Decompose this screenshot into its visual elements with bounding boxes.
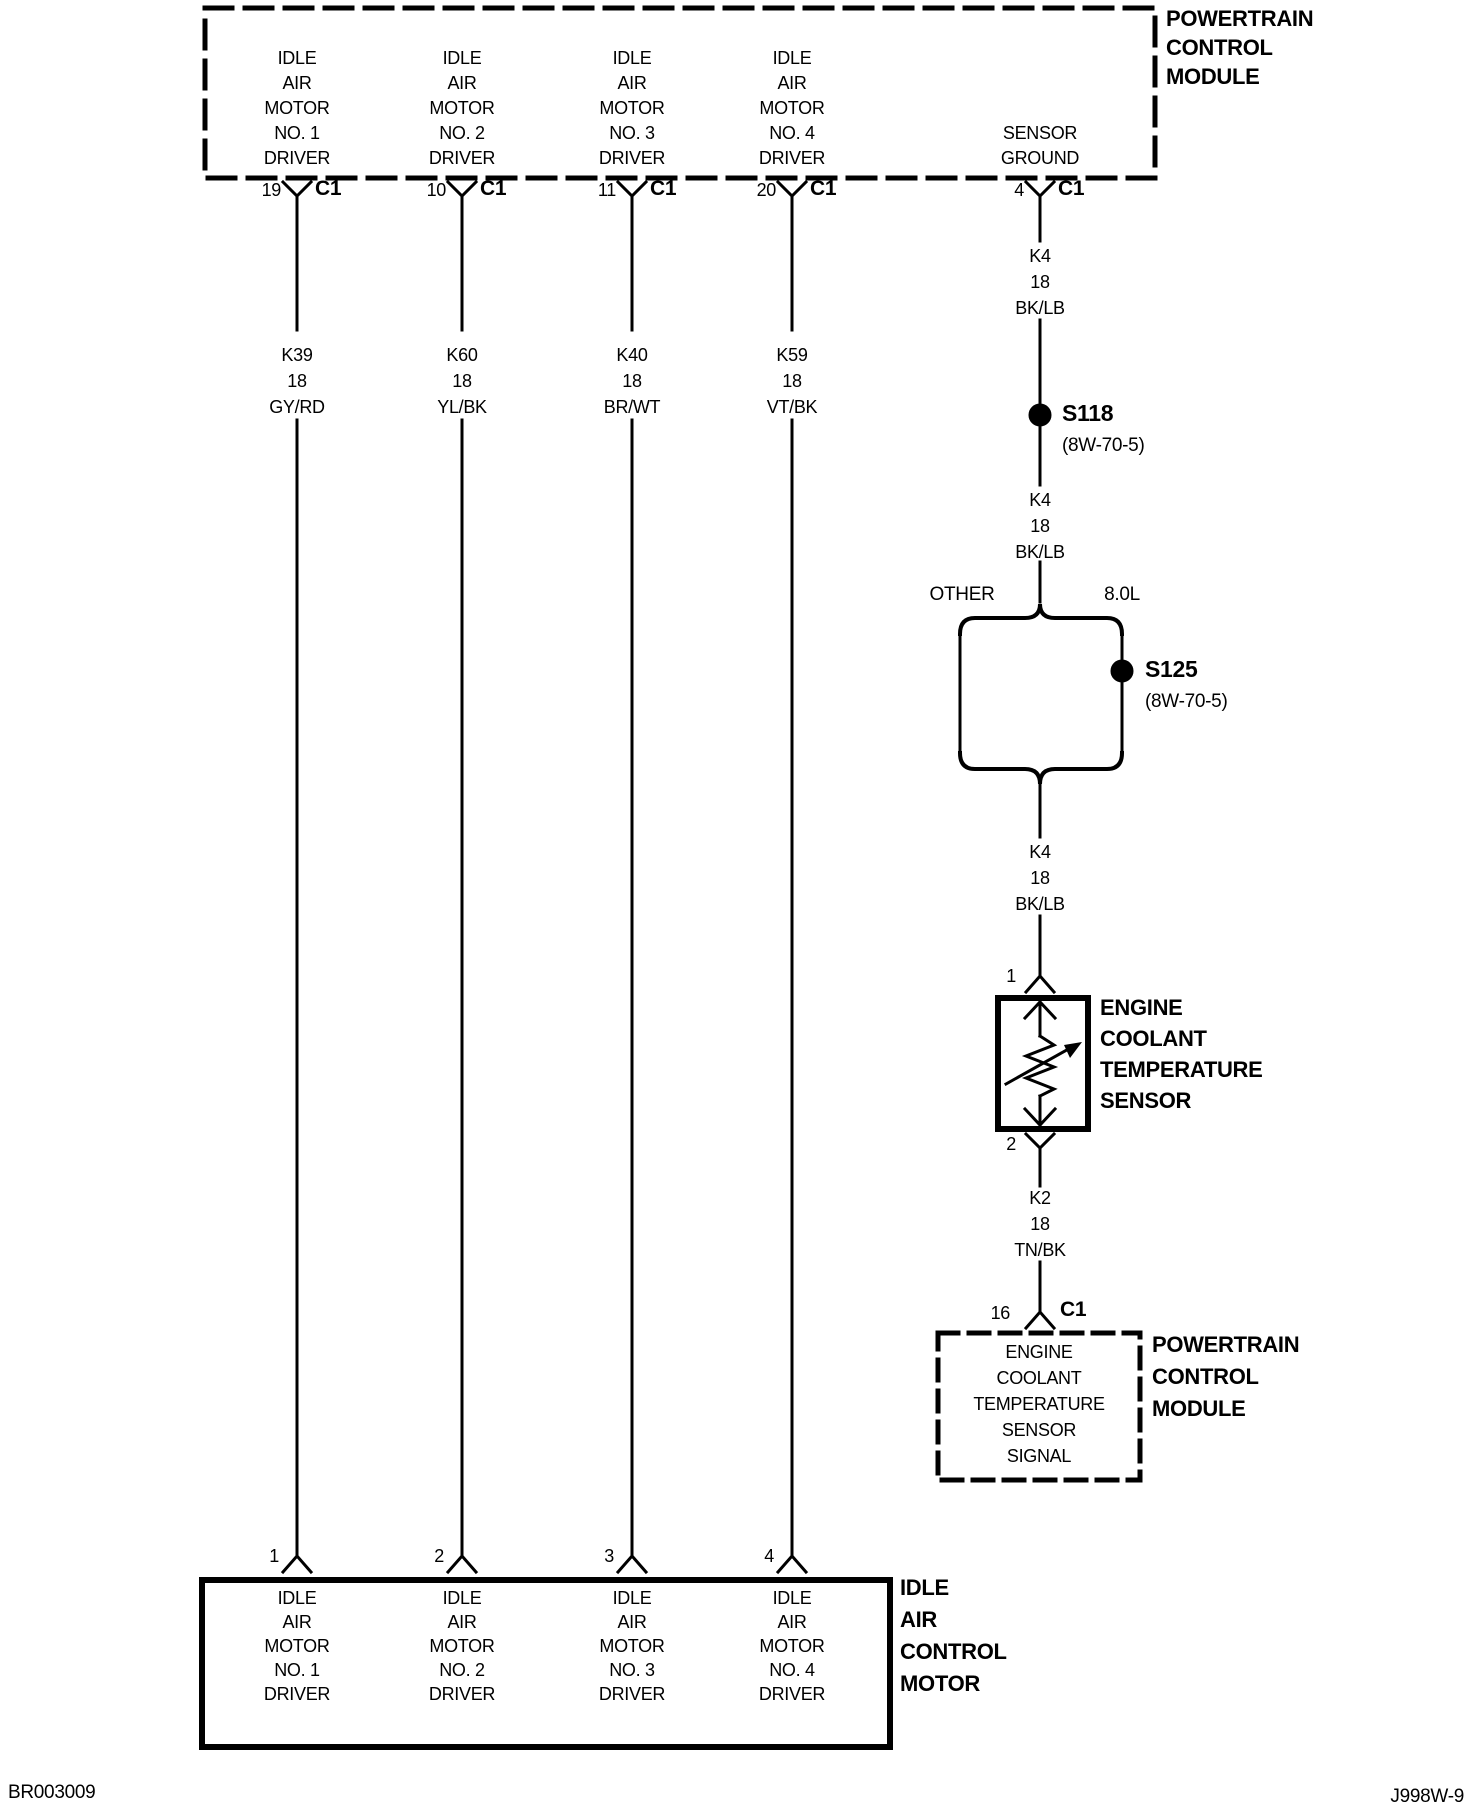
wire-label-k2: K2 18 TN/BK (1014, 1188, 1066, 1260)
footer-left-code: BR003009 (8, 1782, 96, 1803)
pin11-connector-id: C1 (650, 177, 677, 200)
iac-pin3-label: IDLE AIR MOTOR NO. 3 DRIVER (598, 1588, 666, 1704)
pin16-connector-id: C1 (1060, 1298, 1087, 1321)
splice-s125-ref: (8W-70-5) (1145, 691, 1228, 712)
connector-symbols-top (280, 179, 1057, 210)
ect-thermistor-symbol (1003, 999, 1082, 1128)
iac-pin1-label: IDLE AIR MOTOR NO. 1 DRIVER (263, 1588, 331, 1704)
pcm-top-pin10-label: IDLE AIR MOTOR NO. 2 DRIVER (428, 48, 496, 168)
iac-pin1-number: 1 (269, 1546, 279, 1566)
iac-pin4-number: 4 (764, 1546, 774, 1566)
wire-label-k40: K40 18 BR/WT (603, 345, 661, 417)
pin16-number: 16 (990, 1303, 1011, 1323)
ect-pin2-connector (1023, 1131, 1057, 1164)
wire-label-k39: K39 18 GY/RD (269, 345, 325, 417)
pcm-top-title: POWERTRAIN CONTROL MODULE (1166, 6, 1314, 89)
pin11-number: 11 (597, 180, 616, 200)
pcm-bottom-box (935, 1330, 1143, 1483)
wire-label-k4-lower: K4 18 BK/LB (1015, 842, 1065, 914)
iac-motor-title: IDLE AIR CONTROL MOTOR (900, 1575, 1007, 1696)
iac-pin3-number: 3 (604, 1546, 614, 1566)
pin10-number: 10 (426, 180, 447, 200)
wire-label-k60: K60 18 YL/BK (437, 345, 487, 417)
pcm-bottom-pin16-label: ENGINE COOLANT TEMPERATURE SENSOR SIGNAL (973, 1342, 1105, 1466)
branch-label-8-0l: 8.0L (1104, 584, 1140, 605)
wire-label-k4-middle: K4 18 BK/LB (1015, 490, 1065, 562)
pcm-pin16-connector (1023, 1294, 1057, 1331)
pcm-bottom-title: POWERTRAIN CONTROL MODULE (1152, 1332, 1300, 1421)
pin4-connector-id: C1 (1058, 177, 1085, 200)
splice-s118-ref: (8W-70-5) (1062, 435, 1145, 456)
footer-right-code: J998W-9 (1390, 1786, 1464, 1807)
pcm-top-pin4-label: SENSOR GROUND (1000, 123, 1080, 168)
ect-sensor-title: ENGINE COOLANT TEMPERATURE SENSOR (1100, 995, 1263, 1113)
pin20-connector-id: C1 (810, 177, 837, 200)
splice-s125-label: S125 (1145, 656, 1198, 682)
branch-brace-bottom (957, 750, 1125, 785)
splice-s118-dot (1028, 403, 1052, 427)
splice-s125-dot (1110, 659, 1134, 683)
iac-pin2-label: IDLE AIR MOTOR NO. 2 DRIVER (428, 1588, 496, 1704)
ect-pin1-connector (1023, 973, 1057, 995)
wire-label-k4-upper: K4 18 BK/LB (1015, 246, 1065, 318)
branch-label-other: OTHER (929, 584, 995, 605)
pin4-number: 4 (1014, 180, 1024, 200)
pcm-top-pin11-label: IDLE AIR MOTOR NO. 3 DRIVER (598, 48, 666, 168)
ect-pin1-number: 1 (1006, 966, 1016, 986)
pin19-connector-id: C1 (315, 177, 342, 200)
ect-sensor-box (995, 995, 1091, 1132)
pin10-connector-id: C1 (480, 177, 507, 200)
pin19-number: 19 (261, 180, 282, 200)
connector-symbols-bottom (280, 1538, 809, 1575)
branch-brace-top (957, 603, 1125, 637)
iac-pin4-label: IDLE AIR MOTOR NO. 4 DRIVER (758, 1588, 826, 1704)
pcm-top-pin20-label: IDLE AIR MOTOR NO. 4 DRIVER (758, 48, 826, 168)
pcm-top-pin19-label: IDLE AIR MOTOR NO. 1 DRIVER (263, 48, 331, 168)
iac-motor-box (199, 1577, 893, 1750)
pin20-number: 20 (756, 180, 777, 200)
iac-pin2-number: 2 (434, 1546, 444, 1566)
ect-pin2-number: 2 (1006, 1134, 1016, 1154)
splice-s118-label: S118 (1062, 400, 1114, 426)
wire-label-k59: K59 18 VT/BK (766, 345, 818, 417)
